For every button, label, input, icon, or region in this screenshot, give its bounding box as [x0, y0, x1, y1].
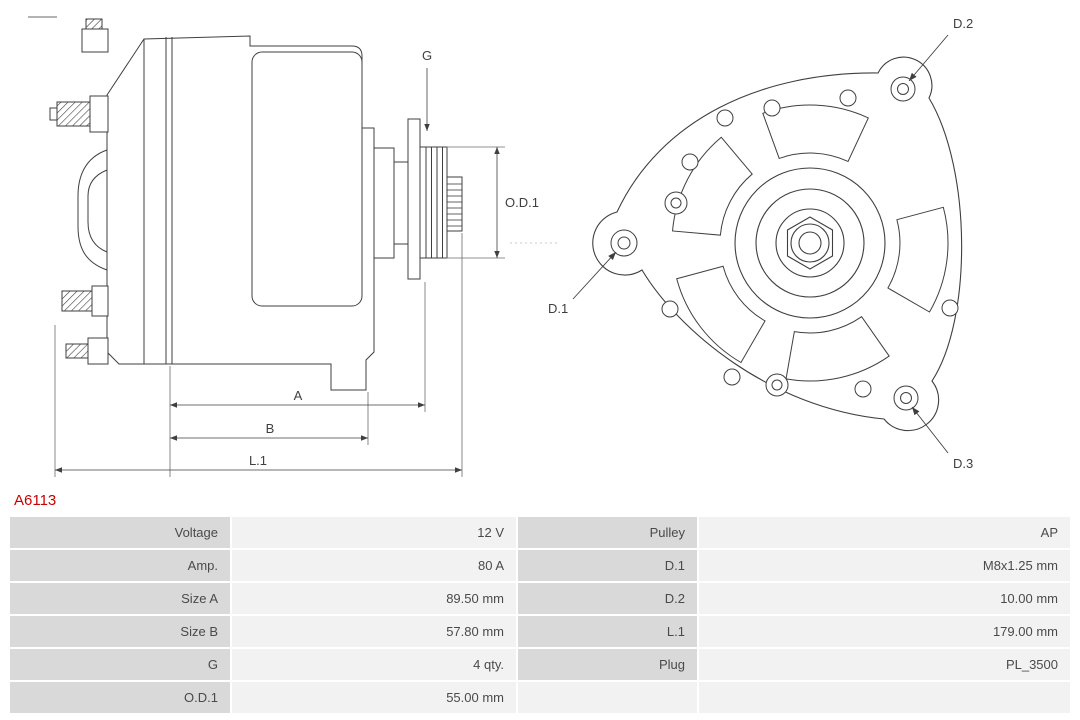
spec-value-d1: M8x1.25 mm [699, 550, 1070, 581]
pulley-back-flange [407, 118, 421, 280]
stud-thread-2 [61, 290, 93, 312]
stator-housing [251, 51, 363, 307]
spec-value-size-a: 89.50 mm [232, 583, 516, 614]
stud-block-1 [89, 95, 109, 133]
shaft-end-circle [798, 231, 822, 255]
rear-boss [77, 149, 108, 271]
spec-value-plug: PL_3500 [699, 649, 1070, 680]
through-bolts [664, 191, 789, 397]
spec-label-pulley: Pulley [518, 517, 697, 548]
spec-label-size-a: Size A [10, 583, 230, 614]
leader-d1 [572, 251, 617, 300]
spec-value-g: 4 qty. [232, 649, 516, 680]
rear-view-leaders [572, 34, 949, 454]
side-view-dimensions [54, 68, 560, 477]
shaft-nut-hex [786, 216, 834, 270]
rear-boss-inner [87, 169, 108, 253]
dim-label-b: B [266, 421, 275, 436]
shaft-nut-threads [447, 183, 462, 227]
dim-label-l1: L.1 [249, 453, 267, 468]
spec-value-voltage: 12 V [232, 517, 516, 548]
dim-label-g: G [422, 48, 432, 63]
terminal-stud-thread [85, 18, 103, 30]
stud-block-3 [87, 337, 109, 365]
hub-circle [755, 188, 865, 298]
spec-label-l1: L.1 [518, 616, 697, 647]
terminal-stud-block [81, 28, 109, 53]
leader-d2 [908, 34, 949, 82]
spec-value-empty [699, 682, 1070, 713]
mounting-ear-holes [610, 76, 919, 411]
spec-value-amp: 80 A [232, 550, 516, 581]
dim-label-d1: D.1 [548, 301, 568, 316]
spec-label-voltage: Voltage [10, 517, 230, 548]
side-view [49, 18, 463, 391]
dim-label-od1: O.D.1 [505, 195, 539, 210]
stud-thread-1 [56, 101, 91, 127]
side-view-label-texts: G O.D.1 A B L.1 [249, 48, 539, 468]
spec-value-pulley: AP [699, 517, 1070, 548]
spec-label-od1: O.D.1 [10, 682, 230, 713]
part-number: A6113 [14, 492, 57, 509]
shaft-nut [446, 176, 463, 232]
stud-block-2 [91, 285, 109, 317]
shaft-step-1 [373, 147, 395, 259]
vent-holes [661, 89, 959, 398]
nut-inner-circle [790, 223, 830, 263]
spec-value-size-b: 57.80 mm [232, 616, 516, 647]
spec-label-plug: Plug [518, 649, 697, 680]
nut-washer-circle [775, 208, 845, 278]
spec-label-empty [518, 682, 697, 713]
shaft-step-2 [393, 161, 409, 245]
bearing-retainer-circle [734, 167, 886, 319]
dim-label-d3: D.3 [953, 456, 973, 471]
leader-d3 [911, 406, 949, 454]
alternator-drawing: G O.D.1 A B L.1 [28, 16, 973, 477]
stud-tip-1 [49, 107, 58, 121]
spec-value-od1: 55.00 mm [232, 682, 516, 713]
spec-label-d1: D.1 [518, 550, 697, 581]
spec-table: Voltage 12 V Pulley AP Amp. 80 A D.1 M8x… [10, 517, 1070, 713]
spec-label-d2: D.2 [518, 583, 697, 614]
rear-view [592, 56, 963, 432]
rear-view-label-texts: D.2 D.1 D.3 [548, 16, 973, 471]
technical-drawing-area: G O.D.1 A B L.1 [28, 16, 974, 477]
spec-label-size-b: Size B [10, 616, 230, 647]
spec-value-d2: 10.00 mm [699, 583, 1070, 614]
spec-value-l1: 179.00 mm [699, 616, 1070, 647]
dim-label-d2: D.2 [953, 16, 973, 31]
stud-thread-3 [65, 343, 89, 359]
spec-label-g: G [10, 649, 230, 680]
spec-label-amp: Amp. [10, 550, 230, 581]
dim-label-a: A [294, 388, 303, 403]
